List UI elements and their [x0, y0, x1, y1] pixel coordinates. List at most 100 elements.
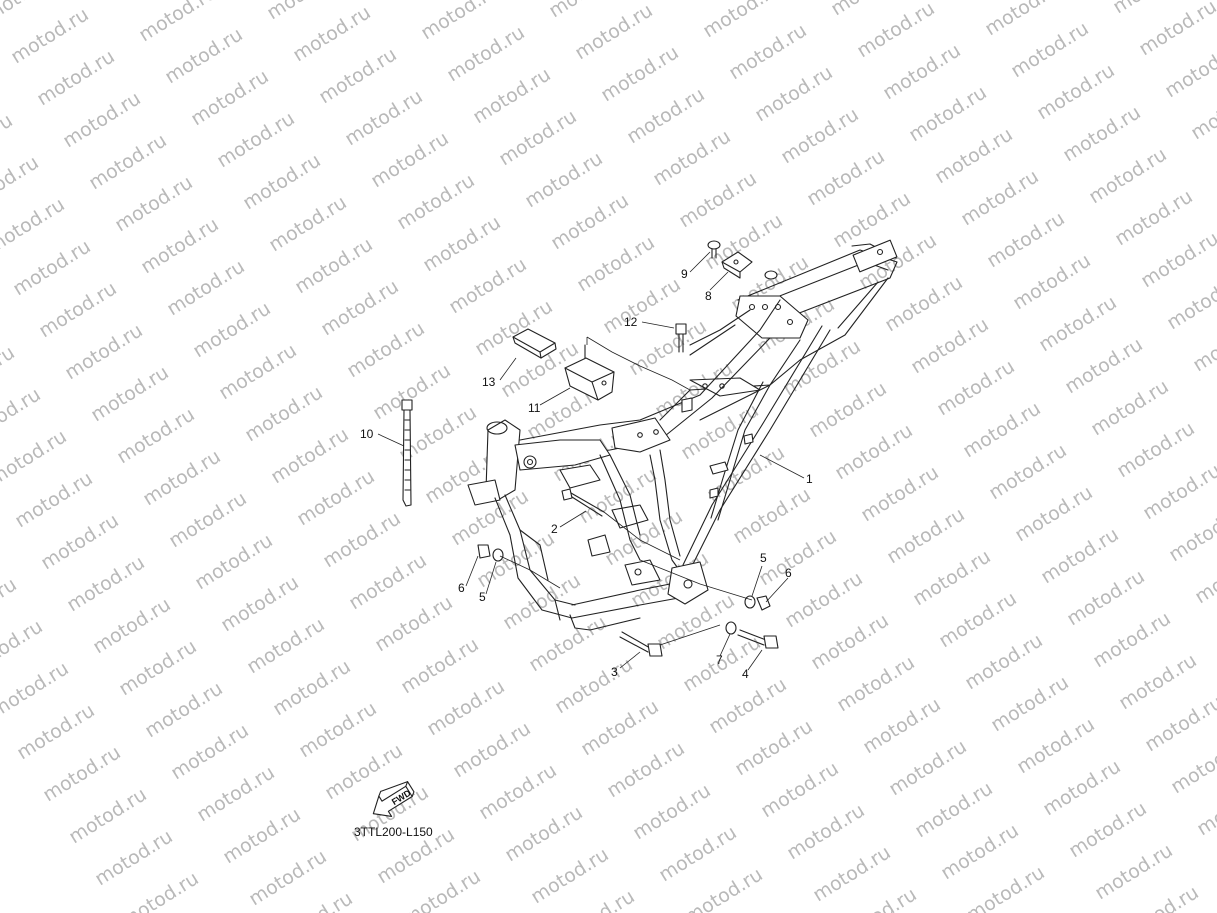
- watermark-text: motod.ru: [905, 81, 991, 146]
- watermark-text: motod.ru: [115, 635, 201, 700]
- watermark-text: motod.ru: [139, 445, 225, 510]
- fwd-arrow-icon: [372, 785, 413, 817]
- callout-4: 4: [742, 667, 749, 681]
- callout-6-left: 6: [458, 581, 465, 595]
- watermark-text: motod.ru: [909, 545, 995, 610]
- watermark-text: motod.ru: [731, 715, 817, 780]
- watermark-text: motod.ru: [1087, 375, 1173, 440]
- watermark-text: motod.ru: [527, 843, 613, 908]
- watermark-text: motod.ru: [265, 191, 351, 256]
- watermark-text: motod.ru: [191, 529, 277, 594]
- watermark-text: motod.ru: [193, 761, 279, 826]
- watermark-text: motod.ru: [189, 297, 275, 362]
- callout-2: 2: [551, 522, 558, 536]
- watermark-text: motod.ru: [1091, 839, 1177, 904]
- watermark-text: motod.ru: [419, 211, 505, 276]
- watermark-text: motod.ru: [137, 213, 223, 278]
- watermark-text: motod.ru: [319, 507, 405, 572]
- watermark-text: motod.ru: [293, 465, 379, 530]
- watermark-text: motod.ru: [807, 609, 893, 674]
- watermark-text: motod.ru: [1111, 185, 1197, 250]
- watermark-text: motod.ru: [859, 693, 945, 758]
- watermark-text: motod.ru: [111, 171, 197, 236]
- watermark-text: motod.ru: [163, 255, 249, 320]
- watermark-text: motod.ru: [0, 193, 69, 258]
- watermark-text: motod.ru: [1011, 481, 1097, 546]
- watermark-text: motod.ru: [317, 275, 403, 340]
- watermark-text: motod.ru: [495, 105, 581, 170]
- watermark-text: motod.ru: [85, 129, 171, 194]
- watermark-text: motod.ru: [757, 757, 843, 822]
- watermark-text: motod.ru: [1135, 0, 1217, 60]
- watermark-text: motod.ru: [0, 425, 71, 490]
- watermark-text: motod.ru: [681, 863, 767, 913]
- watermark-text: motod.ru: [87, 361, 173, 426]
- watermark-text: motod.ru: [911, 777, 997, 842]
- callout-9: 9: [681, 267, 688, 281]
- watermark-text: motod.ru: [1013, 713, 1099, 778]
- callout-1: 1: [806, 472, 813, 486]
- part-4-bolt: [737, 629, 779, 649]
- watermark-text: motod.ru: [1161, 37, 1217, 102]
- watermark-text: motod.ru: [245, 845, 331, 910]
- watermark-text: motod.ru: [879, 39, 965, 104]
- watermark-text: motod.ru: [167, 719, 253, 784]
- watermark-text: motod.ru: [959, 397, 1045, 462]
- callout-13: 13: [482, 375, 496, 389]
- watermark-text: motod.ru: [1165, 501, 1217, 566]
- watermark-text: motod.ru: [443, 21, 529, 86]
- watermark-text: motod.ru: [525, 611, 611, 676]
- watermark-text: motod.ru: [1039, 755, 1125, 820]
- watermark-text: motod.ru: [37, 509, 123, 574]
- watermark-text: motod.ru: [551, 653, 637, 718]
- watermark-text: motod.ru: [571, 0, 657, 64]
- watermark-text: motod.ru: [61, 319, 147, 384]
- watermark-text: motod.ru: [65, 783, 151, 848]
- watermark-text: motod.ru: [423, 675, 509, 740]
- watermark-text: motod.ru: [629, 779, 715, 844]
- watermark-text: motod.ru: [345, 549, 431, 614]
- watermark-text: motod.ru: [725, 19, 811, 84]
- watermark-text: motod.ru: [547, 189, 633, 254]
- watermark-text: motod.ru: [853, 0, 939, 62]
- watermark-text: motod.ru: [777, 103, 863, 168]
- watermark-text: motod.ru: [649, 125, 735, 190]
- leader-lines: [377, 251, 805, 671]
- watermark-text: motod.ru: [987, 671, 1073, 736]
- watermark-text: motod.ru: [1163, 269, 1217, 334]
- watermark-text: motod.ru: [1033, 59, 1119, 124]
- watermark-text: motod.ru: [91, 825, 177, 890]
- callout-7: 7: [716, 653, 723, 667]
- watermark-text: motod.ru: [59, 87, 145, 152]
- callout-5-left: 5: [479, 590, 486, 604]
- watermark-text: motod.ru: [985, 439, 1071, 504]
- diagram-code: 3TTL200-L150: [354, 825, 433, 839]
- watermark-text: motod.ru: [161, 23, 247, 88]
- watermark-text: motod.ru: [931, 123, 1017, 188]
- rear-collar: [764, 270, 778, 280]
- watermark-text: motod.ru: [1085, 143, 1171, 208]
- watermark-text: motod.ru: [833, 651, 919, 716]
- watermark-text: motod.ru: [957, 165, 1043, 230]
- watermark-text: motod.ru: [63, 551, 149, 616]
- watermark-text: motod.ru: [1059, 101, 1145, 166]
- watermark-text: motod.ru: [369, 359, 455, 424]
- watermark-text: motod.ru: [141, 677, 227, 742]
- watermark-text: motod.ru: [501, 801, 587, 866]
- watermark-text: motod.ru: [1115, 649, 1201, 714]
- part-5-washer-right: [744, 595, 756, 609]
- watermark-text: motod.ru: [219, 803, 305, 868]
- watermark-text: motod.ru: [217, 571, 303, 636]
- watermark-text: motod.ru: [675, 167, 761, 232]
- watermark-text: motod.ru: [1167, 733, 1217, 798]
- watermark-text: motod.ru: [655, 821, 741, 886]
- watermark-text: motod.ru: [165, 487, 251, 552]
- watermark-text: motod.ru: [291, 233, 377, 298]
- watermark-text: motod.ru: [961, 629, 1047, 694]
- watermark-text: motod.ru: [625, 315, 711, 380]
- watermark-text: motod.ru: [755, 525, 841, 590]
- part-5-washer-left: [492, 548, 504, 562]
- watermark-text: motod.ru: [779, 335, 865, 400]
- watermark-text: motod.ru: [805, 377, 891, 442]
- watermark-text: motod.ru: [781, 567, 867, 632]
